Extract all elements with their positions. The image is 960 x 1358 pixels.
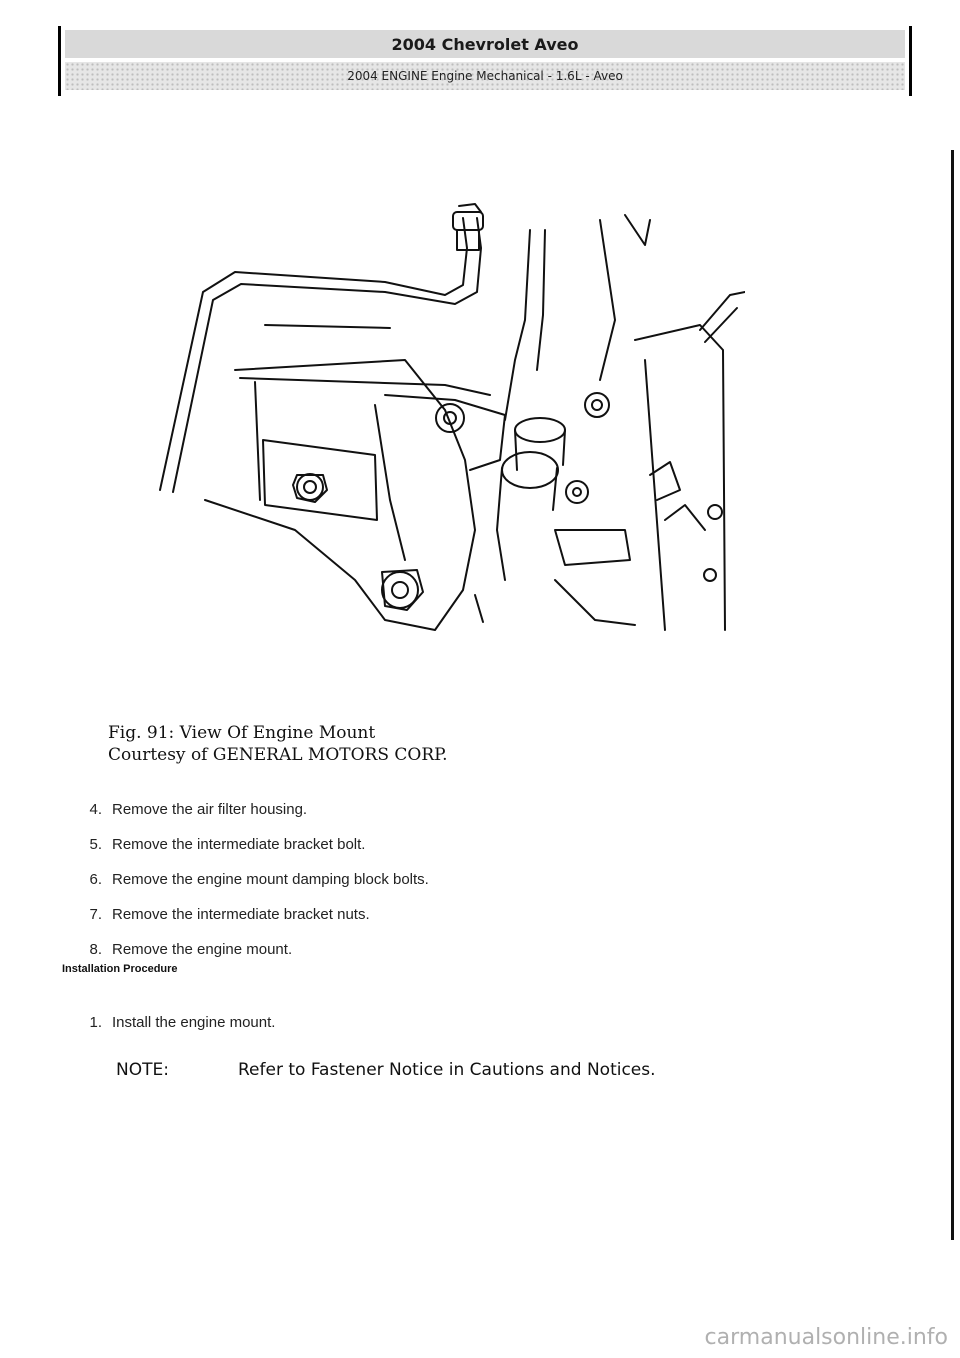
document-header: 2004 Chevrolet Aveo 2004 ENGINE Engine M… [58, 26, 912, 96]
list-item: 1. Install the engine mount. [76, 1005, 275, 1040]
page-edge-divider [951, 150, 954, 1240]
figure-caption-title: Fig. 91: View Of Engine Mount [108, 723, 376, 743]
step-number: 5. [89, 836, 102, 853]
removal-step-list: 4. Remove the air filter housing. 5. Remov… [76, 792, 429, 967]
list-item: 7. Remove the intermediate bracket nuts. [76, 897, 429, 932]
figure-caption: Fig. 91: View Of Engine Mount Courtesy o… [108, 722, 448, 766]
figure-caption-credit: Courtesy of GENERAL MOTORS CORP. [108, 745, 448, 765]
note-text: Refer to Fastener Notice in Cautions and… [238, 1060, 656, 1080]
step-number: 1. [89, 1014, 102, 1031]
list-item: 4. Remove the air filter housing. [76, 792, 429, 827]
step-number: 6. [89, 871, 102, 888]
step-text: Remove the engine mount. [112, 941, 293, 958]
installation-heading: Installation Procedure [62, 963, 178, 975]
step-number: 7. [89, 906, 102, 923]
step-number: 4. [89, 801, 102, 818]
step-number: 8. [89, 941, 102, 958]
step-text: Install the engine mount. [112, 1014, 276, 1031]
document-subtitle: 2004 ENGINE Engine Mechanical - 1.6L - A… [65, 62, 905, 90]
note-box: NOTE: Refer to Fastener Notice in Cautio… [116, 1058, 698, 1082]
step-text: Remove the intermediate bracket nuts. [112, 906, 370, 923]
engine-mount-figure [159, 203, 745, 631]
note-label: NOTE: [116, 1060, 169, 1080]
list-item: 6. Remove the engine mount damping block … [76, 862, 429, 897]
list-item: 5. Remove the intermediate bracket bolt. [76, 827, 429, 862]
watermark: carmanualsonline.info [704, 1325, 948, 1350]
step-text: Remove the air filter housing. [112, 801, 308, 818]
list-item: 8. Remove the engine mount. [76, 932, 429, 967]
document-title: 2004 Chevrolet Aveo [65, 30, 905, 58]
step-text: Remove the intermediate bracket bolt. [112, 836, 366, 853]
step-text: Remove the engine mount damping block bo… [112, 871, 429, 888]
installation-step-list: 1. Install the engine mount. [76, 1005, 275, 1040]
